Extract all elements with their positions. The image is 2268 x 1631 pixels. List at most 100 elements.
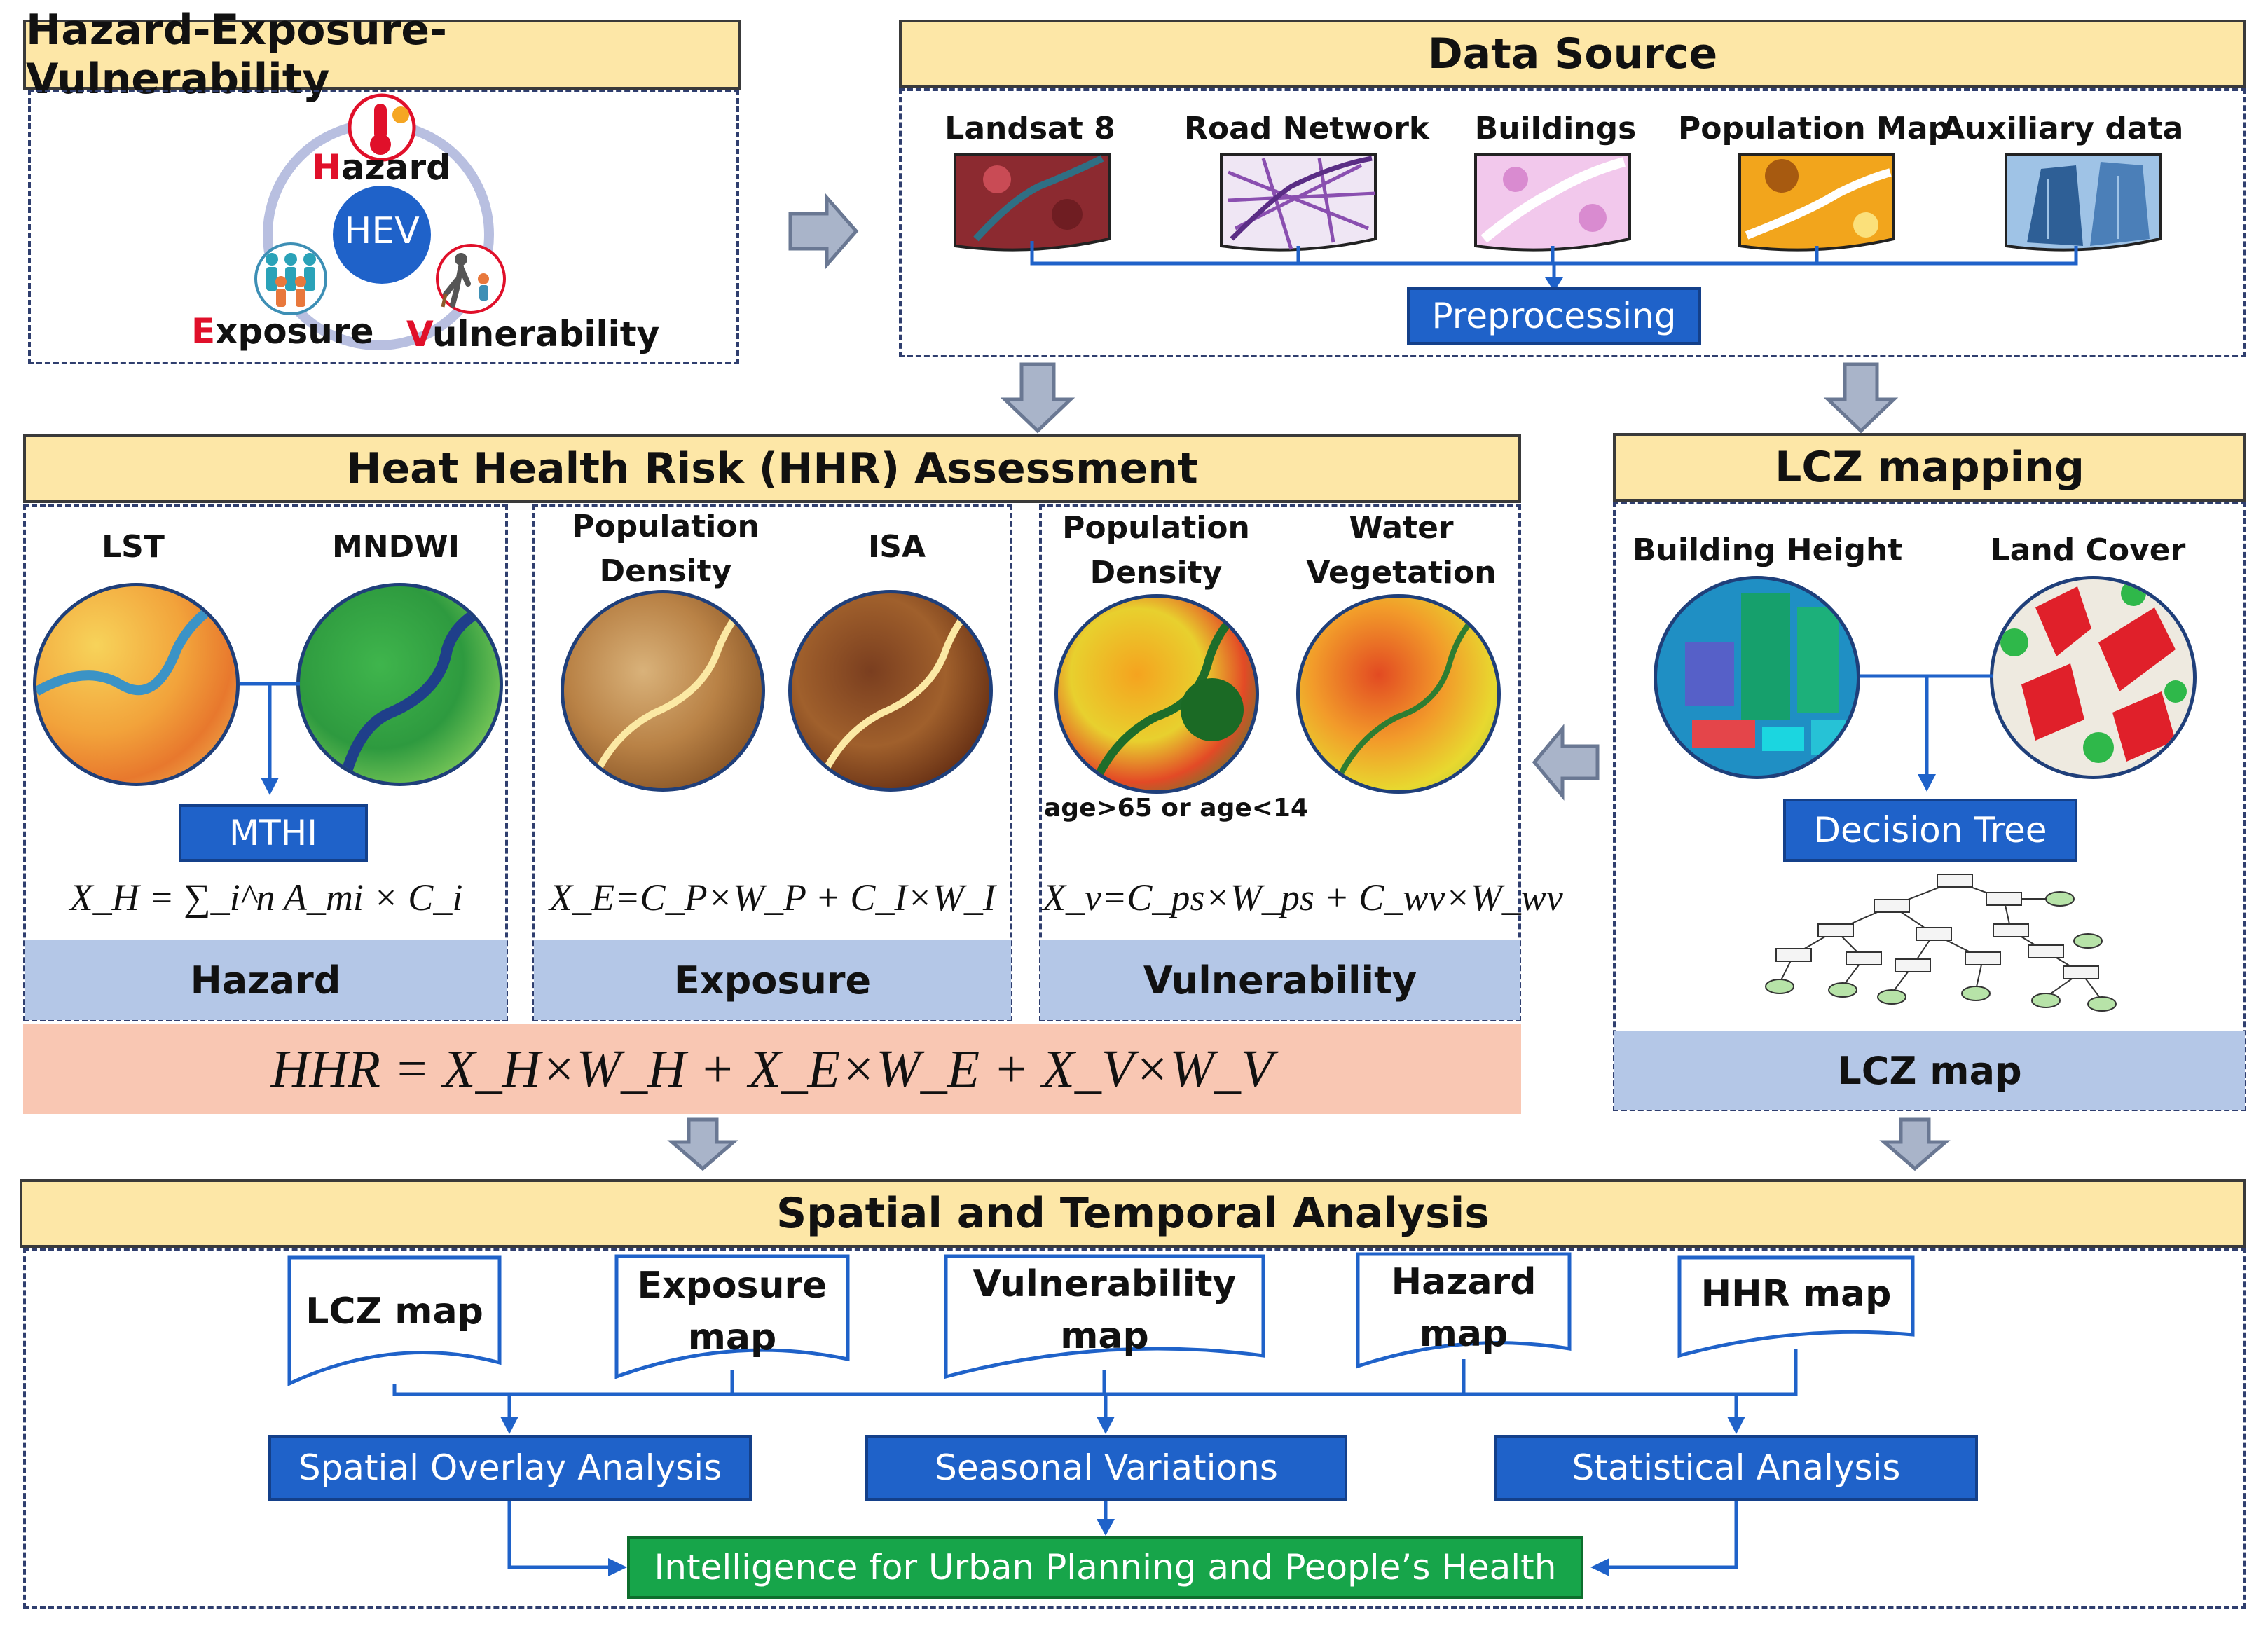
doc-exposure-map-line1: Exposure (637, 1265, 827, 1307)
vulnerability-initial: V (406, 314, 432, 355)
hev-vulnerability-label: Vulnerability (406, 314, 659, 355)
exposure-density-line1: Population (572, 509, 760, 544)
arrow-head-icon (1727, 1417, 1745, 1434)
hev-cycle-graphic (254, 93, 506, 350)
seasonal-variations-box: Seasonal Variations (865, 1435, 1347, 1501)
land-cover-map-circle (1990, 576, 2197, 779)
hev-panel (28, 90, 739, 364)
hhr-equation: HHR = X_H×W_H + X_E×W_E + X_V×W_V (270, 1039, 1274, 1099)
lcz-title: LCZ mapping (1613, 433, 2246, 502)
water-vegetation-map-circle (1296, 594, 1501, 794)
hazard-column (23, 504, 508, 1021)
analysis-title: Spatial and Temporal Analysis (20, 1179, 2246, 1248)
doc-hazard-map-line2: map (1419, 1313, 1508, 1355)
source-label-landsat: Landsat 8 (944, 111, 1115, 146)
document-icon (944, 1254, 1265, 1379)
hev-hazard-label: Hazard (312, 147, 451, 188)
exposure-density-label: Population Density (554, 504, 778, 594)
people-group-icon (254, 242, 327, 315)
document-icon (287, 1255, 502, 1386)
water-vegetation-line1: Water (1349, 510, 1454, 546)
vulnerability-rest: ulnerability (432, 314, 660, 355)
mthi-box: MTHI (179, 804, 368, 862)
arrow-head-icon (1590, 1558, 1609, 1576)
arrow-head-icon (1097, 1417, 1115, 1434)
doc-lcz-map-line1: LCZ map (305, 1291, 483, 1333)
vulnerability-density-line1: Population (1062, 510, 1250, 546)
exposure-column (532, 504, 1012, 1021)
exposure-formula: X_E=C_P×W_P + C_I×W_I (549, 876, 996, 918)
vulnerability-density-line2: Density (1090, 555, 1223, 591)
auxiliary-data-thumbnail (2005, 153, 2162, 252)
doc-exposure-map-line2: map (687, 1316, 777, 1358)
spatial-overlay-analysis-box: Spatial Overlay Analysis (268, 1435, 752, 1501)
lcz-connector (1860, 674, 1993, 792)
source-label-auxiliary: Auxiliary data (1941, 111, 2184, 146)
exposure-density-line2: Density (599, 553, 732, 589)
exposure-band: Exposure (534, 940, 1011, 1020)
lcz-map-band: LCZ map (1614, 1031, 2245, 1110)
hev-center-label: HEV (344, 210, 420, 252)
exposure-rest: xposure (215, 311, 374, 352)
source-label-road-network: Road Network (1184, 111, 1430, 146)
vulnerability-band: Vulnerability (1040, 940, 1520, 1020)
arrow-down-icon (1000, 362, 1075, 434)
arrow-down-icon (1823, 362, 1899, 434)
mndwi-label: MNDWI (331, 529, 460, 565)
lcz-panel (1613, 502, 2246, 1111)
doc-lcz-map: LCZ map (289, 1289, 500, 1334)
hev-center-disc (333, 186, 431, 284)
arrow-left-icon (1532, 724, 1600, 801)
isa-label: ISA (867, 529, 926, 565)
doc-vulnerability-map: Vulnerability map (946, 1258, 1263, 1362)
data-source-thumbnails (954, 153, 2162, 291)
population-map-thumbnail (1738, 153, 1895, 252)
document-icon (614, 1254, 850, 1379)
doc-hazard-map-line1: Hazard (1391, 1261, 1537, 1303)
landsat-thumbnail (954, 153, 1111, 252)
arrow-right-icon (788, 193, 859, 270)
source-label-buildings: Buildings (1474, 111, 1637, 146)
exposure-density-map-circle (561, 590, 765, 792)
preprocessing-box: Preprocessing (1407, 287, 1701, 345)
hhr-title: Heat Health Risk (HHR) Assessment (23, 434, 1521, 503)
vulnerability-density-map-circle (1054, 594, 1259, 794)
arrow-head-icon (1918, 774, 1936, 792)
urban-planning-output-box: Intelligence for Urban Planning and Peop… (627, 1536, 1583, 1599)
arrow-head-icon (1545, 277, 1563, 291)
hazard-connector (240, 682, 300, 795)
vulnerability-density-label: Population Density (1044, 506, 1268, 596)
land-cover-label: Land Cover (1990, 532, 2186, 568)
arrow-head-icon (261, 778, 279, 795)
building-height-label: Building Height (1633, 532, 1903, 568)
vulnerability-column (1039, 504, 1521, 1021)
doc-exposure-map: Exposure map (617, 1260, 848, 1363)
data-source-panel (899, 88, 2246, 357)
source-label-population-map: Population Map (1678, 111, 1951, 146)
arrow-down-icon (1879, 1117, 1951, 1171)
arrow-head-icon (500, 1417, 518, 1434)
doc-hazard-map: Hazard map (1358, 1256, 1569, 1360)
lst-map-circle (33, 583, 240, 786)
data-source-title: Data Source (899, 20, 2246, 88)
thermometer-icon (348, 93, 416, 162)
arrow-down-icon (667, 1117, 738, 1171)
decision-tree-diagram (1765, 874, 2117, 1012)
arrow-head-icon (608, 1558, 627, 1576)
exposure-initial: E (191, 311, 216, 352)
elderly-child-icon (436, 244, 506, 314)
isa-map-circle (788, 590, 993, 792)
doc-hhr-map-line1: HHR map (1700, 1273, 1892, 1315)
hazard-rest: azard (341, 147, 451, 188)
doc-vulnerability-map-line2: map (1060, 1315, 1149, 1357)
building-height-map-circle (1654, 576, 1860, 779)
hazard-formula: X_H = ∑_i^n A_mi × C_i (69, 876, 463, 918)
analysis-connectors (392, 1349, 1798, 1569)
document-icon (1677, 1255, 1915, 1358)
doc-vulnerability-map-line1: Vulnerability (973, 1263, 1237, 1305)
analysis-panel (23, 1248, 2246, 1609)
document-icon (1356, 1252, 1572, 1369)
arrow-head-icon (1097, 1519, 1115, 1536)
